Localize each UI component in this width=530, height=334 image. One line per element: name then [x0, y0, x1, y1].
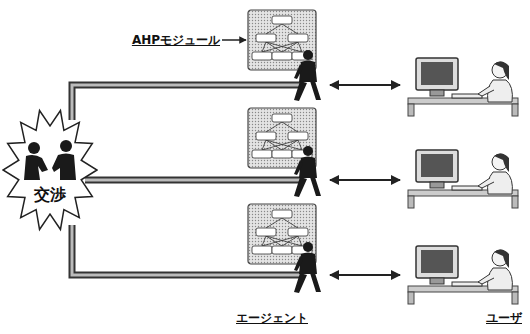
module-label: AHPモジュール — [132, 32, 220, 49]
user-label: ユーザ — [486, 310, 522, 327]
negotiation-label: 交渉 — [34, 185, 66, 206]
user-at-computer — [408, 150, 518, 208]
burst-outline — [2, 108, 98, 232]
interaction-arrows — [330, 85, 400, 275]
agent-figure — [294, 242, 321, 293]
agent-figure — [294, 50, 321, 101]
leader-arrow — [222, 39, 246, 41]
negotiation-burst: 交渉 — [2, 108, 98, 232]
user-at-computer — [408, 58, 518, 116]
user-at-computer — [408, 246, 518, 304]
agent-label: エージェント — [236, 310, 308, 327]
agent-figure — [294, 146, 321, 197]
